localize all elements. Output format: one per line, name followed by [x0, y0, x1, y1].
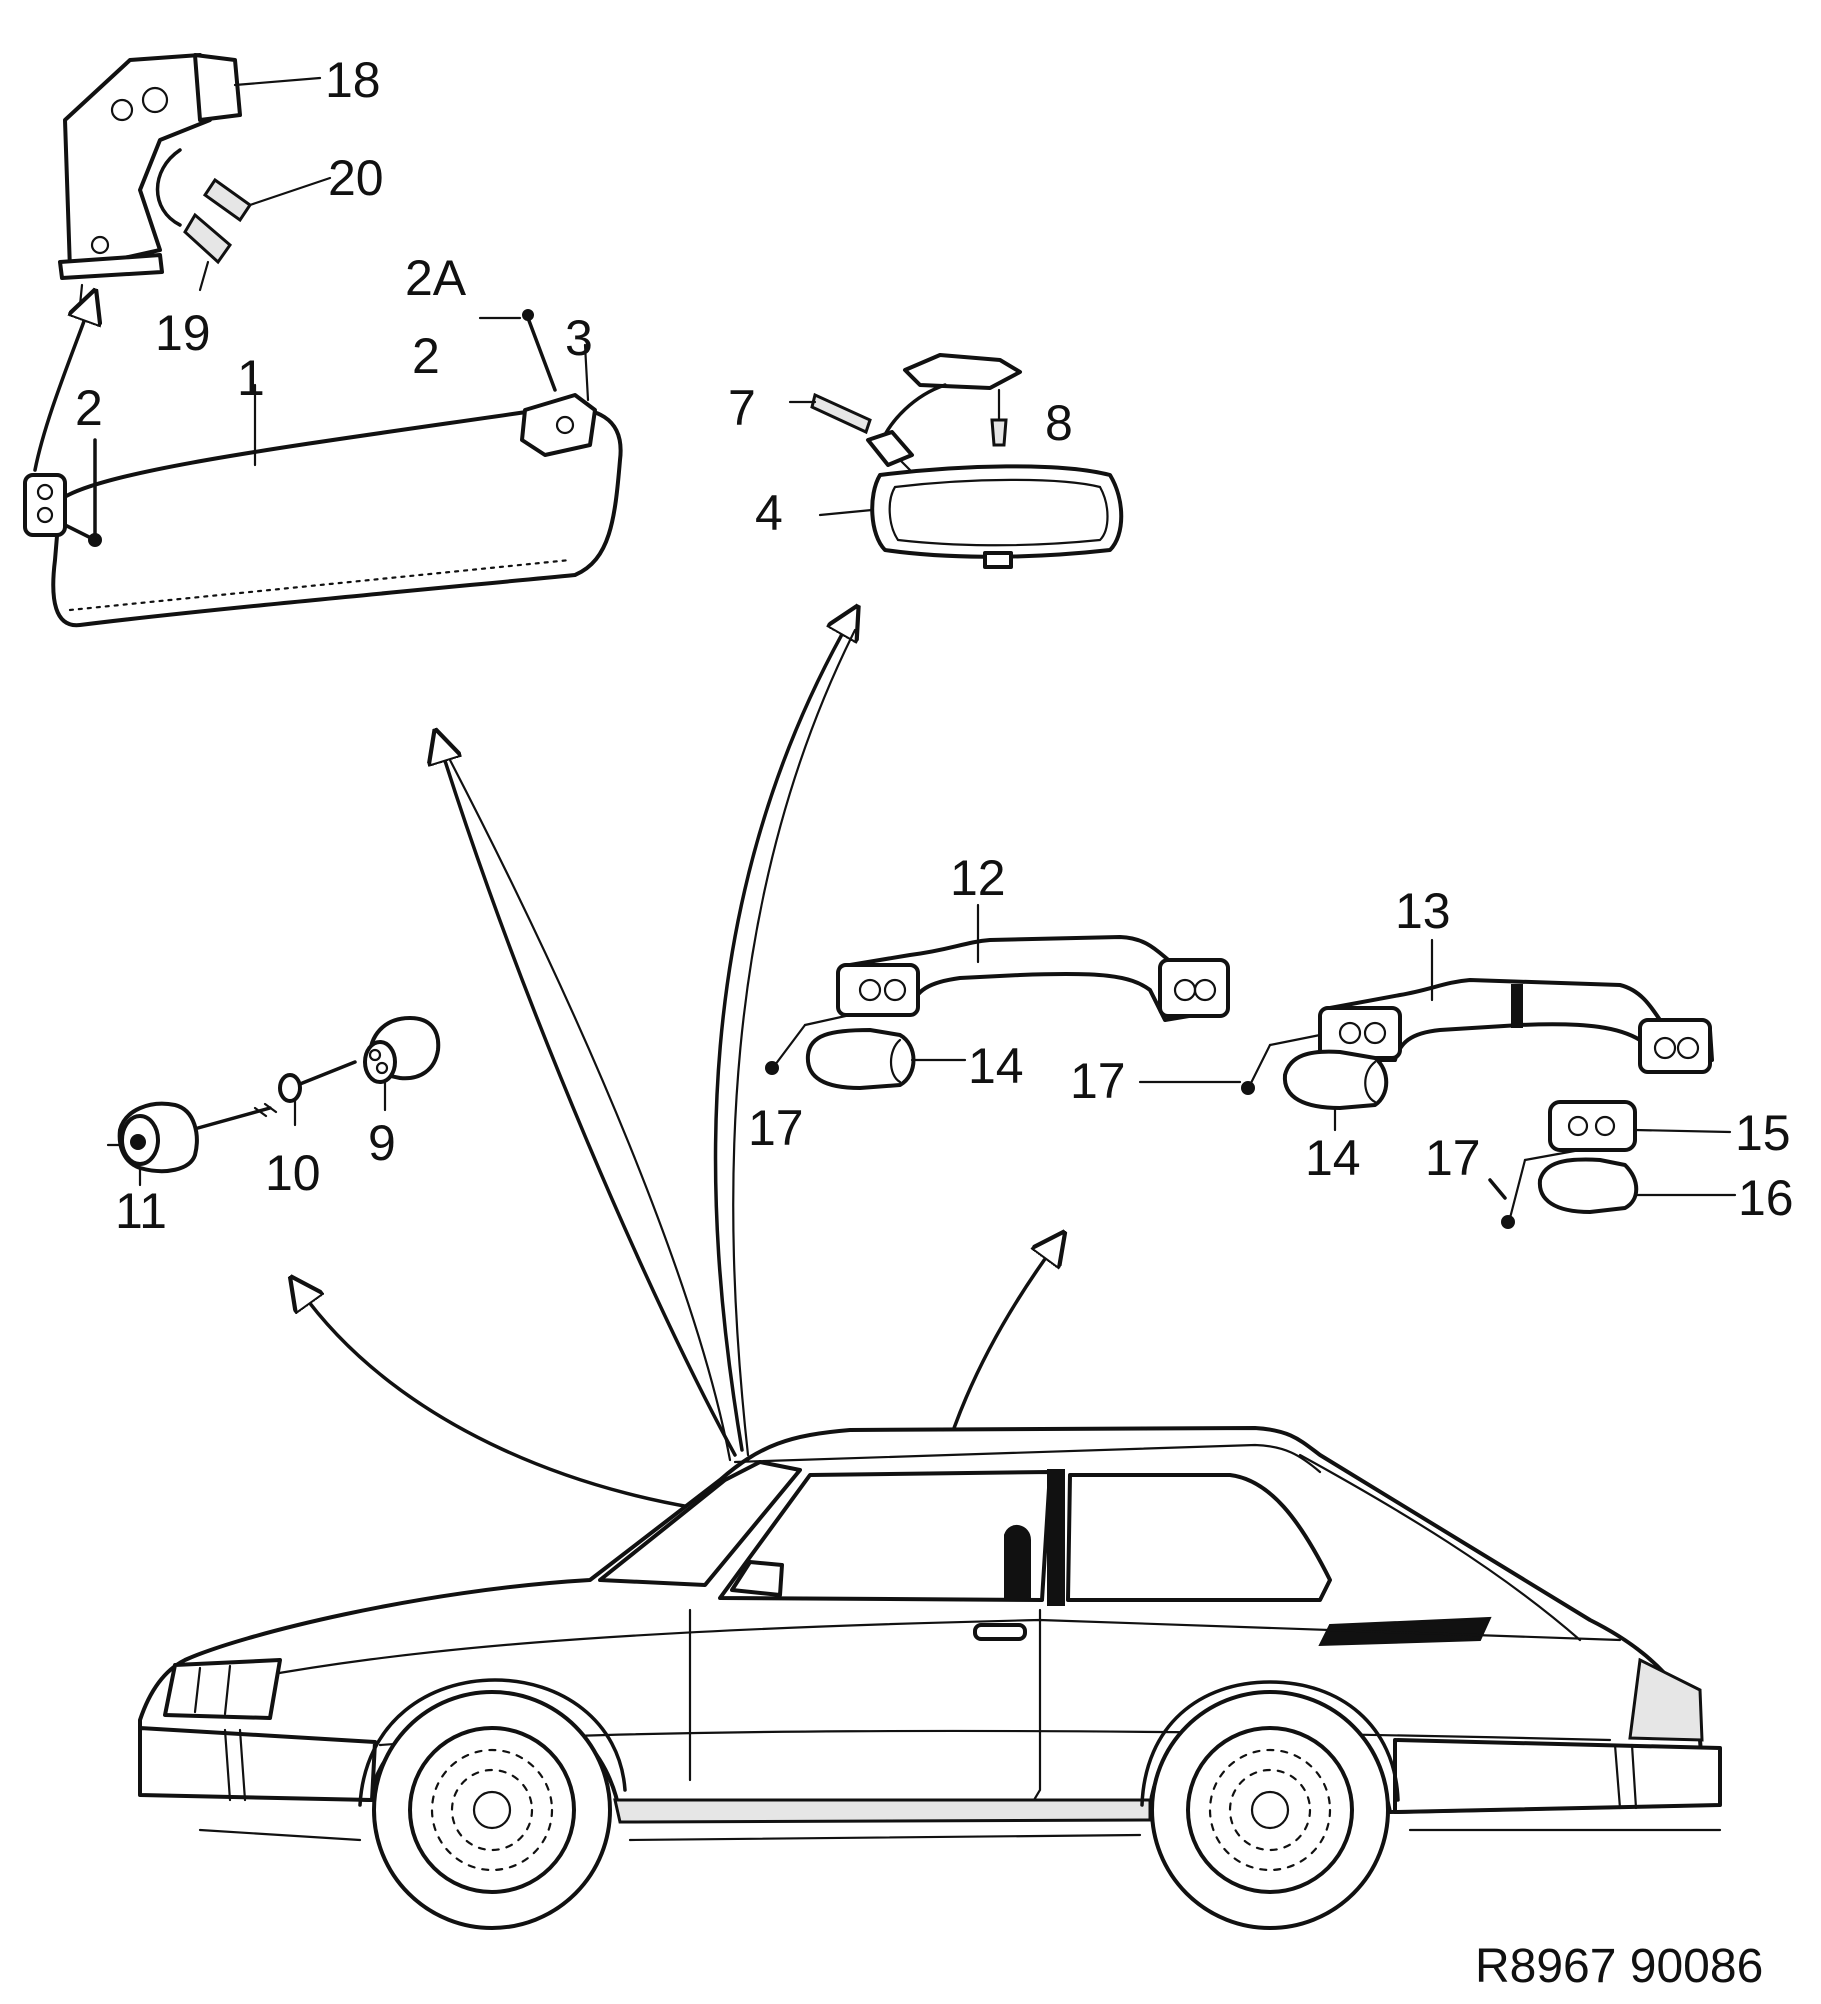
hook-11 — [106, 1101, 199, 1187]
label-16: 16 — [1738, 1170, 1794, 1226]
label-17-left: 17 — [748, 1100, 804, 1156]
label-2A: 2A — [405, 250, 467, 306]
screw-19 — [183, 212, 233, 292]
label-20: 20 — [328, 150, 384, 206]
leader-18 — [233, 76, 322, 87]
grab-handle-12 — [836, 935, 1230, 1022]
label-12: 12 — [950, 850, 1006, 906]
cover-16 — [1537, 1157, 1737, 1214]
grab-handle-13 — [1318, 978, 1714, 1074]
car-illustration — [138, 1426, 1722, 1930]
leader-3 — [583, 343, 590, 402]
mirror-screw-8 — [990, 388, 1008, 447]
screw-10 — [196, 1060, 357, 1130]
label-2-left: 2 — [75, 380, 103, 436]
arrow-to-bracket — [33, 305, 90, 472]
label-14-left: 14 — [968, 1038, 1024, 1094]
label-4: 4 — [755, 485, 783, 541]
rear-view-mirror — [870, 464, 1124, 569]
label-7: 7 — [728, 380, 756, 436]
hook-9 — [363, 1016, 441, 1112]
visor-clip-left — [23, 473, 67, 537]
label-19: 19 — [155, 305, 211, 361]
screw-2-left — [63, 438, 102, 547]
label-14-right: 14 — [1305, 1130, 1361, 1186]
label-15: 15 — [1735, 1105, 1791, 1161]
sun-visor — [51, 406, 623, 628]
mirror-mount — [866, 353, 1022, 477]
label-13: 13 — [1395, 883, 1451, 939]
label-3: 3 — [565, 310, 593, 366]
screw-17-right — [1488, 1148, 1582, 1229]
label-17-right: 17 — [1425, 1130, 1481, 1186]
screw-20 — [202, 176, 332, 223]
label-18: 18 — [325, 52, 381, 108]
label-8: 8 — [1045, 395, 1073, 451]
reference-code: R8967 90086 — [1475, 1940, 1763, 1993]
cover-14-right — [1282, 1049, 1389, 1132]
label-10: 10 — [265, 1145, 321, 1201]
callout-labels: 18 20 19 2A 2 3 1 2 7 8 4 12 13 14 17 17… — [75, 52, 1794, 1993]
label-11: 11 — [115, 1183, 167, 1239]
screw-17-left — [765, 1013, 852, 1075]
label-9: 9 — [368, 1115, 396, 1171]
screw-2-right — [478, 309, 557, 392]
label-1: 1 — [237, 350, 265, 406]
cover-14-left — [805, 1028, 967, 1090]
holder-15 — [1548, 1100, 1732, 1152]
visor-hinge-bracket — [58, 53, 242, 280]
visor-clip-3 — [520, 393, 597, 457]
label-17-mid: 17 — [1070, 1053, 1126, 1109]
mirror-screw-7 — [810, 392, 872, 435]
label-2-right: 2 — [412, 328, 440, 384]
screw-17-mid — [1138, 1033, 1322, 1095]
leader-4 — [818, 508, 874, 517]
